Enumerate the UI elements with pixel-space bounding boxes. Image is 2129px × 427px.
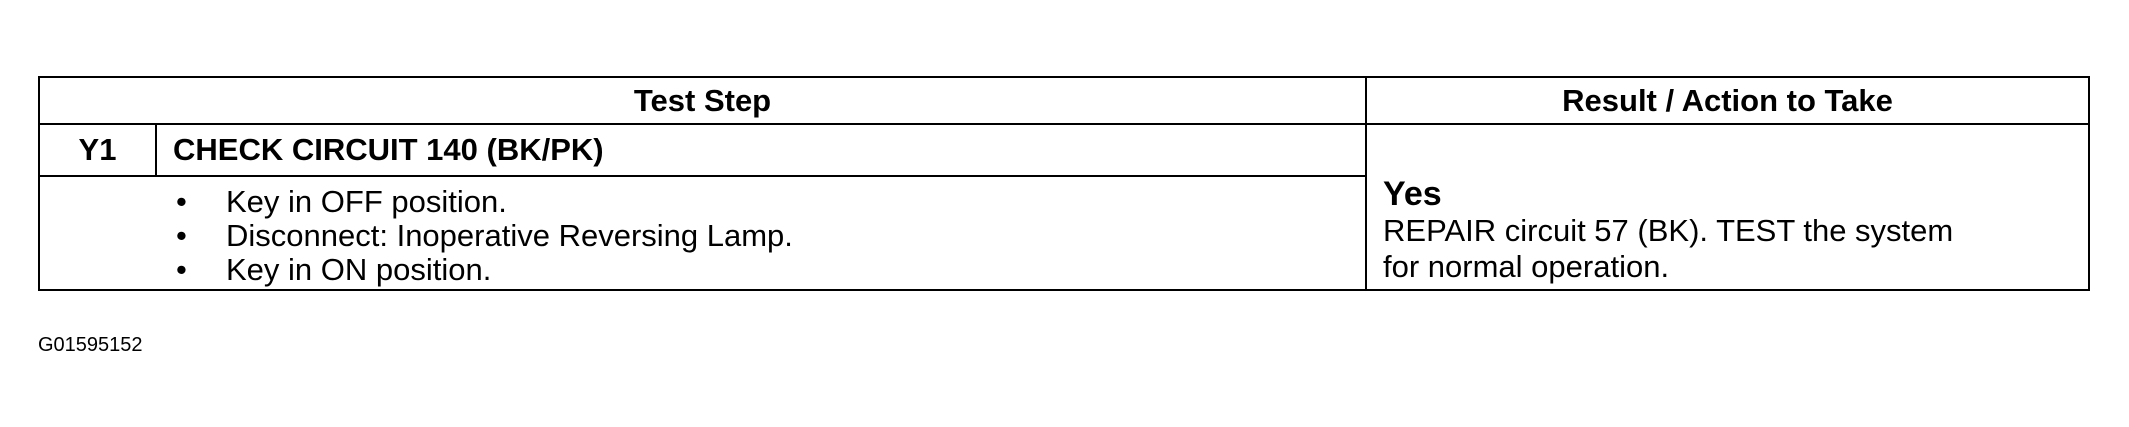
test-step-header: Test Step [37,76,1368,125]
result-action-line-1: REPAIR circuit 57 (BK). TEST the system [1383,213,1954,248]
instruction-text: Key in ON position. [226,252,492,287]
step-instructions-row: • Key in OFF position. • Disconnect: Ino… [37,175,2089,291]
step-instructions-cell: • Key in OFF position. • Disconnect: Ino… [37,175,1368,291]
instruction-list: • Key in OFF position. • Disconnect: Ino… [40,177,1365,287]
step-title: CHECK CIRCUIT 140 (BK/PK) [154,123,1368,177]
result-answer: Yes [1383,175,1442,213]
bullet-icon: • [176,218,187,253]
bullet-icon: • [176,252,187,287]
figure-id: G01595152 [38,334,143,356]
step-id: Y1 [38,123,157,177]
step-title-row: Y1 CHECK CIRCUIT 140 (BK/PK) Yes REPAIR … [38,123,2090,291]
result-action-header: Result / Action to Take [1365,76,2090,125]
instruction-item: • Disconnect: Inoperative Reversing Lamp… [172,219,1365,253]
table-header-row: Test Step Result / Action to Take [37,76,2090,125]
instruction-item: • Key in OFF position. [172,185,1365,219]
result-action-line-2: for normal operation. [1383,249,1670,284]
instruction-item: • Key in ON position. [172,253,1365,287]
bullet-icon: • [176,184,187,219]
instruction-text: Key in OFF position. [226,184,507,219]
diagnostic-test-table: Test Step Result / Action to Take Y1 CHE… [37,76,2090,291]
instruction-text: Disconnect: Inoperative Reversing Lamp. [226,218,793,253]
result-cell: Yes REPAIR circuit 57 (BK). TEST the sys… [1365,123,2090,291]
